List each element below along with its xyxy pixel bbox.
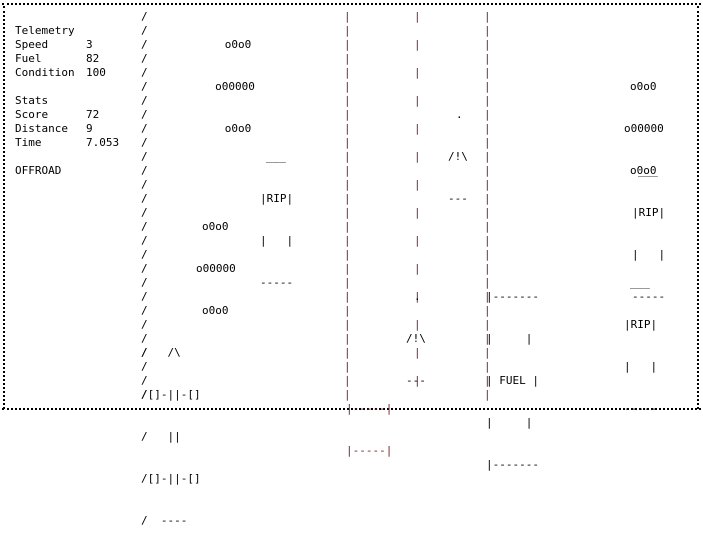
screen-border-left <box>3 6 8 409</box>
fuel-station-sprite: |------- | | | FUEL | | | |------- <box>486 290 539 471</box>
tombstone-sprite: ___ |RIP| | | ----- <box>632 164 666 303</box>
hud-panel: Telemetry Speed 3 Fuel 82 Condition 100 Sta… <box>15 24 119 178</box>
distance-value: 9 <box>86 122 93 135</box>
road-car-sprite: |-----| |-----| <box>346 402 393 457</box>
offroad-status: OFFROAD <box>15 164 62 177</box>
speed-value: 3 <box>86 38 93 51</box>
score-label: Score <box>15 108 49 121</box>
screen-border-right <box>697 6 702 409</box>
bush-sprite: o0o0 o00000 o0o0 <box>624 80 664 177</box>
distance-label: Distance <box>15 122 68 135</box>
score-value: 72 <box>86 108 100 121</box>
stats-title: Stats <box>15 94 49 107</box>
left-boundary: / / / / / / / / / / / / / / / / / / / / … <box>141 10 148 401</box>
screen-border-bottom <box>2 408 701 413</box>
fuel-label: Fuel <box>15 52 42 65</box>
bush-sprite: o0o0 o00000 o0o0 <box>215 38 255 135</box>
tombstone-sprite: ___ |RIP| | | ----- <box>624 276 658 415</box>
road-right-edge: | | | | | | | | | | | | | | | | | | | | … <box>484 10 491 401</box>
road-left-edge: | | | | | | | | | | | | | | | | | | | | … <box>344 10 351 401</box>
time-label: Time <box>15 136 42 149</box>
traffic-cone-sprite: . /!\ --- <box>448 108 468 205</box>
speed-label: Speed <box>15 38 49 51</box>
time-value: 7.053 <box>86 136 120 149</box>
road-lane-divider: | | | | | | | | | | | | | | <box>414 10 421 387</box>
traffic-cone-sprite: . /!\ --- <box>406 290 426 387</box>
condition-value: 100 <box>86 66 106 79</box>
tombstone-sprite: ___ |RIP| | | ----- <box>260 150 294 289</box>
screen-border-top <box>2 3 701 8</box>
player-car-sprite: / /\ /[]-||-[] / || /[]-||-[] / ---- <box>141 346 201 527</box>
telemetry-title: Telemetry <box>15 24 75 37</box>
bush-sprite: o0o0 o00000 o0o0 <box>196 220 236 317</box>
fuel-value: 82 <box>86 52 100 65</box>
condition-label: Condition <box>15 66 75 79</box>
